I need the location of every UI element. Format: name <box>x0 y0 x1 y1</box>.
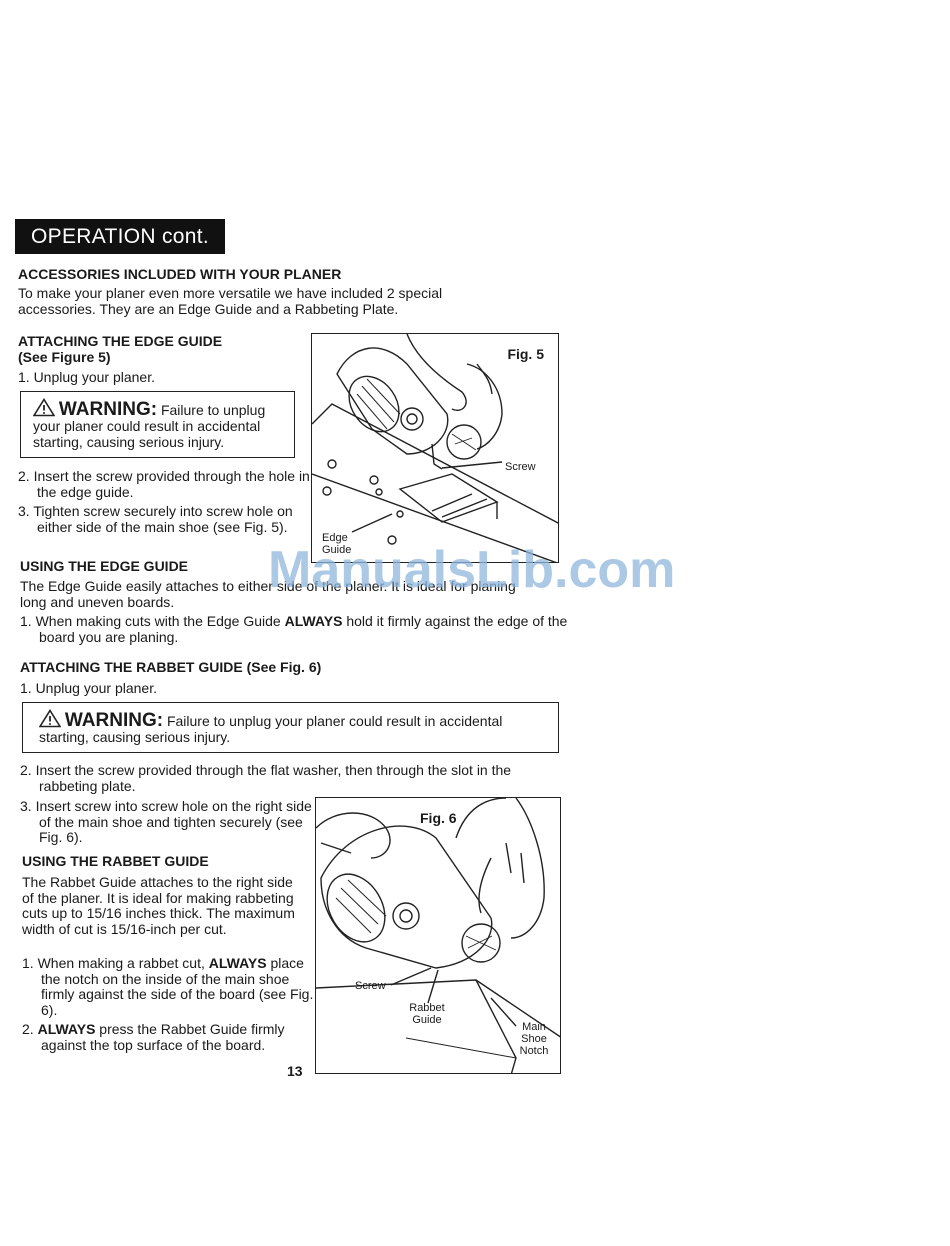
fig6-rabbet-guide-callout: Rabbet Guide <box>409 1002 445 1026</box>
fig6-screw-callout: Screw <box>355 980 386 992</box>
warning-triangle-icon <box>38 708 65 729</box>
edge-use-step-1: 1. When making cuts with the Edge Guide … <box>20 613 568 645</box>
rabbet-attach-heading: ATTACHING THE RABBET GUIDE (See Fig. 6) <box>20 659 322 675</box>
edge-attach-step-1: 1. Unplug your planer. <box>18 369 155 385</box>
edge-use-heading: USING THE EDGE GUIDE <box>20 558 189 574</box>
warning-text-line1: Failure to unplug <box>160 402 266 418</box>
fig6-label: Fig. 6 <box>420 810 457 826</box>
rabbet-attach-step-3: 3. Insert screw into screw hole on the r… <box>20 798 312 845</box>
edge-warning-box: WARNING: Failure to unplug your planer c… <box>20 391 295 458</box>
section-banner: OPERATION cont. <box>15 219 225 254</box>
edge-attach-subheading: (See Figure 5) <box>18 349 111 365</box>
fig5-label: Fig. 5 <box>507 346 544 362</box>
edge-attach-step-2: 2. Insert the screw provided through the… <box>18 468 310 500</box>
warning-text-line2: your planer could result in accidental s… <box>33 418 261 450</box>
rabbet-warning-box: WARNING: Failure to unplug your planer c… <box>22 702 559 753</box>
edge-attach-heading: ATTACHING THE EDGE GUIDE <box>18 333 223 349</box>
fig5-screw-callout: Screw <box>505 461 536 473</box>
figure-5: Fig. 5 Screw Edge Guide <box>311 333 559 563</box>
edge-attach-step-3: 3. Tighten screw securely into screw hol… <box>18 503 293 535</box>
warning-title: WARNING: <box>58 399 158 420</box>
fig5-edge-guide-callout: Edge Guide <box>322 532 352 556</box>
watermark: ManualsLib.com <box>268 541 676 599</box>
page-number: 13 <box>287 1063 303 1079</box>
warning-triangle-icon <box>32 397 59 418</box>
figure-6: Fig. 6 Screw Rabbet Guide Main Shoe Notc… <box>315 797 561 1074</box>
warning-text: Failure to unplug your planer could resu… <box>39 713 503 745</box>
warning-title: WARNING: <box>64 710 164 731</box>
rabbet-attach-step-2: 2. Insert the screw provided through the… <box>20 762 512 794</box>
accessories-body: To make your planer even more versatile … <box>18 285 443 317</box>
rabbet-use-step-2: 2. ALWAYS press the Rabbet Guide firmly … <box>22 1021 285 1053</box>
rabbet-attach-step-1: 1. Unplug your planer. <box>20 680 157 696</box>
fig5-illustration <box>312 334 558 562</box>
rabbet-use-step-1: 1. When making a rabbet cut, ALWAYS plac… <box>22 955 314 1018</box>
fig6-illustration <box>316 798 560 1073</box>
accessories-heading: ACCESSORIES INCLUDED WITH YOUR PLANER <box>18 266 342 282</box>
edge-use-body: The Edge Guide easily attaches to either… <box>20 578 516 610</box>
rabbet-use-body: The Rabbet Guide attaches to the right s… <box>22 874 295 937</box>
fig6-main-shoe-notch-callout: Main Shoe Notch <box>519 1021 549 1057</box>
rabbet-use-heading: USING THE RABBET GUIDE <box>22 853 209 869</box>
